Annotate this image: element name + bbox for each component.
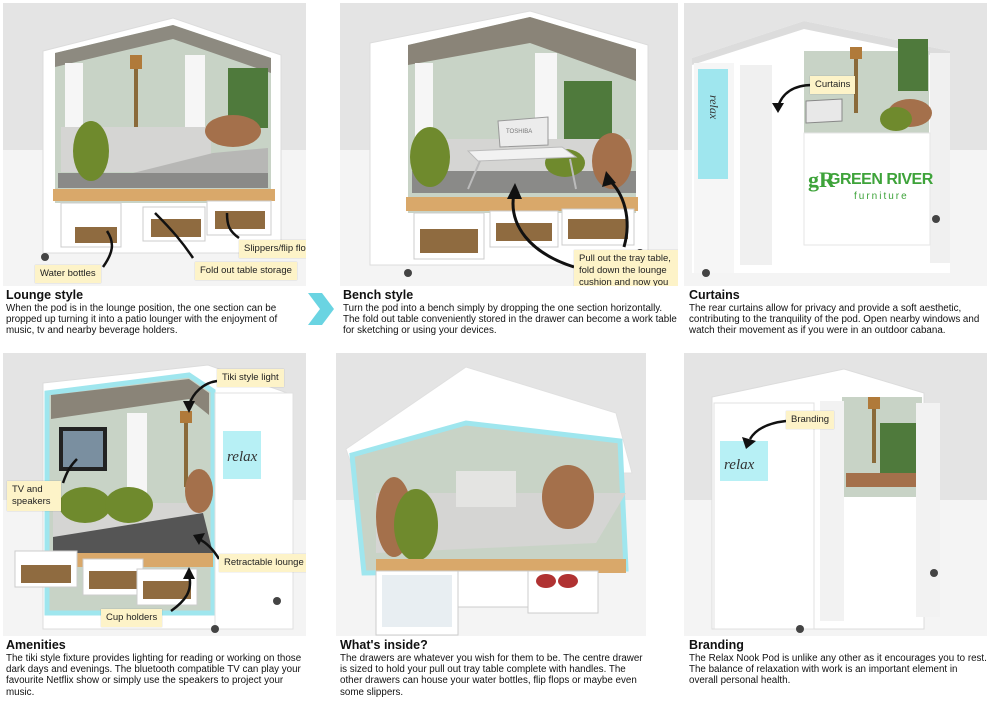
callout-curtains: Curtains <box>810 76 856 94</box>
caption-body: The drawers are whatever you wish for th… <box>340 653 643 698</box>
curtains-pod-illustration: relax <box>692 21 950 277</box>
panel-curtains: relax gR GREEN RIVER furniture Curtains <box>684 3 987 286</box>
laptop-brand-text: TOSHIBA <box>506 129 532 135</box>
caption-whats-inside: What's inside? The drawers are whatever … <box>340 638 646 698</box>
callout-tiki-style-light: Tiki style light <box>217 369 284 387</box>
bench-pod-illustration: TOSHIBA <box>369 10 649 277</box>
chevron-right-icon <box>308 293 334 325</box>
panel-lounge-style: Water bottles Fold out table storage Sli… <box>3 3 306 286</box>
callout-fold-out-table-storage: Fold out table storage <box>195 262 297 280</box>
caption-body: The Relax Nook Pod is unlike any other a… <box>689 653 987 687</box>
callout-branding: Branding <box>786 411 835 429</box>
amenities-pod-illustration: relax <box>14 364 294 633</box>
brand-logo-word: GREEN RIVER <box>828 171 933 188</box>
caption-title: What's inside? <box>340 638 428 652</box>
brand-logo-mark: gR <box>808 167 835 192</box>
caption-title: Bench style <box>343 288 414 302</box>
caption-title: Curtains <box>689 288 740 302</box>
caption-body: The rear curtains allow for privacy and … <box>689 303 980 337</box>
side-sign-text: relax <box>724 457 755 473</box>
panel-whats-inside <box>336 353 646 636</box>
callout-pull-out-tray: Pull out the tray table, fold down the l… <box>574 250 678 286</box>
lounge-pod-illustration <box>41 17 282 268</box>
caption-body: The tiki style fixture provides lighting… <box>6 653 302 698</box>
panel-branding: relax Branding <box>684 353 987 636</box>
caption-branding: Branding The Relax Nook Pod is unlike an… <box>689 638 987 687</box>
whats-inside-pod-illustration <box>345 366 633 636</box>
caption-amenities: Amenities The tiki style fixture provide… <box>6 638 306 698</box>
caption-title: Branding <box>689 638 744 652</box>
caption-curtains: Curtains The rear curtains allow for pri… <box>689 288 987 337</box>
caption-body: Turn the pod into a bench simply by drop… <box>343 303 677 337</box>
caption-lounge-style: Lounge style When the pod is in the loun… <box>6 288 306 337</box>
caption-body: When the pod is in the lounge position, … <box>6 303 278 337</box>
branding-pod-illustration: relax <box>711 368 940 633</box>
panel-amenities: relax Tiki style light TV and speakers R… <box>3 353 306 636</box>
side-sign-text: relax <box>707 95 721 120</box>
callout-water-bottles: Water bottles <box>35 265 101 283</box>
callout-cup-holders: Cup holders <box>101 609 163 627</box>
caption-title: Lounge style <box>6 288 84 302</box>
panel-bench-style: TOSHIBA Pull out the tray table, fold do… <box>340 3 678 286</box>
callout-slippers: Slippers/flip flops <box>239 240 306 258</box>
caption-title: Amenities <box>6 638 66 652</box>
brand-logo-sub: furniture <box>854 191 909 202</box>
caption-bench-style: Bench style Turn the pod into a bench si… <box>343 288 679 337</box>
callout-retractable-lounge: Retractable lounge <box>219 554 306 572</box>
side-sign-text: relax <box>227 449 258 465</box>
callout-tv-and-speakers: TV and speakers <box>7 481 61 511</box>
